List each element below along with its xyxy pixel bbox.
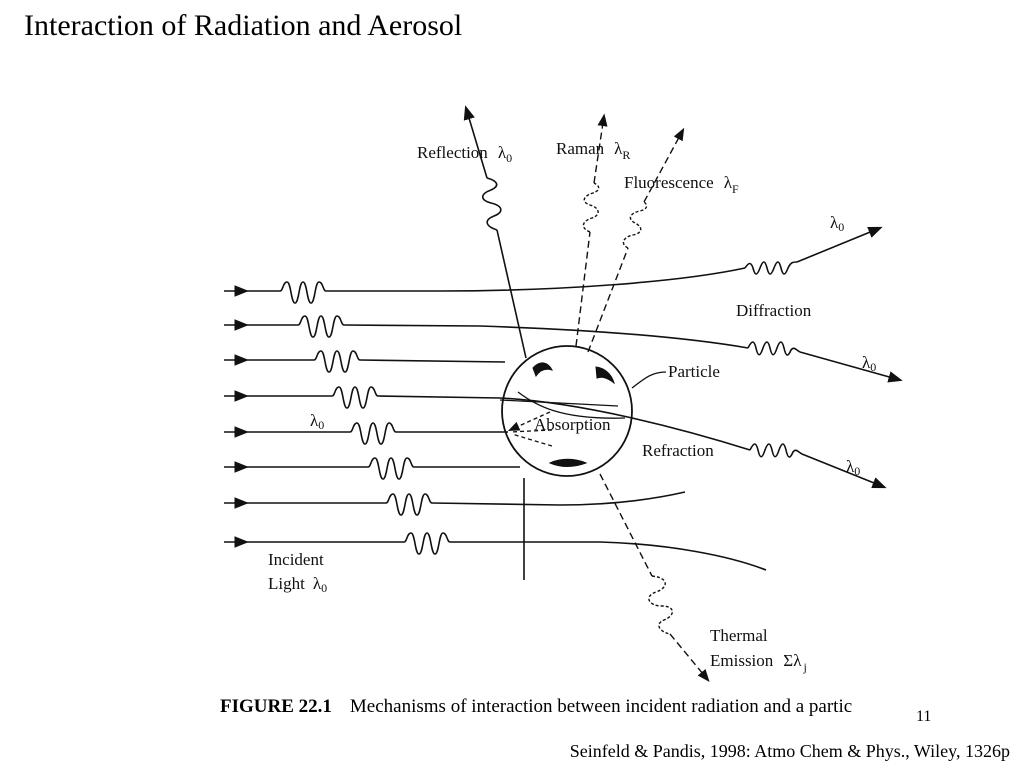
figure-number: FIGURE 22.1	[220, 696, 332, 717]
incident-ray-8	[224, 532, 767, 571]
raman-ray	[575, 113, 608, 347]
figure-caption: FIGURE 22.1 Mechanisms of interaction bet…	[220, 696, 852, 718]
label-particle: Particle	[668, 362, 720, 381]
incident-ray-1	[224, 226, 883, 304]
page-number: 11	[916, 708, 932, 725]
incident-ray-4	[224, 386, 887, 489]
label-incident-line1: Incident	[268, 550, 324, 569]
label-lambda-mid-right: λ0	[862, 353, 876, 374]
incident-ray-7	[224, 491, 686, 516]
absorption-arrows	[507, 411, 553, 447]
label-refraction: Refraction	[642, 441, 714, 460]
incident-ray-2	[224, 315, 903, 383]
incident-ray-6	[224, 457, 520, 480]
reflection-ray	[463, 105, 527, 580]
label-thermal-line1: Thermal	[710, 626, 768, 645]
label-lambda-lower-right: λ0	[846, 457, 860, 478]
figure-caption-text: Mechanisms of interaction between incide…	[349, 696, 853, 717]
thermal-emission-ray	[599, 473, 710, 682]
label-lambda-incident-ray: λ0	[310, 411, 324, 432]
label-lambda-top-right: λ0	[830, 213, 844, 234]
fluorescence-ray	[587, 127, 685, 353]
citation: Seinfeld & Pandis, 1998: Atmo Chem & Phy…	[569, 741, 1010, 761]
slide-title: Interaction of Radiation and Aerosol	[24, 9, 463, 42]
incident-rays	[224, 226, 903, 571]
label-absorption: Absorption	[534, 415, 611, 434]
label-diffraction: Diffraction	[736, 301, 812, 320]
incident-ray-3	[224, 350, 506, 373]
particle	[499, 345, 633, 477]
incident-ray-5	[224, 422, 508, 445]
particle-pointer	[631, 371, 667, 389]
